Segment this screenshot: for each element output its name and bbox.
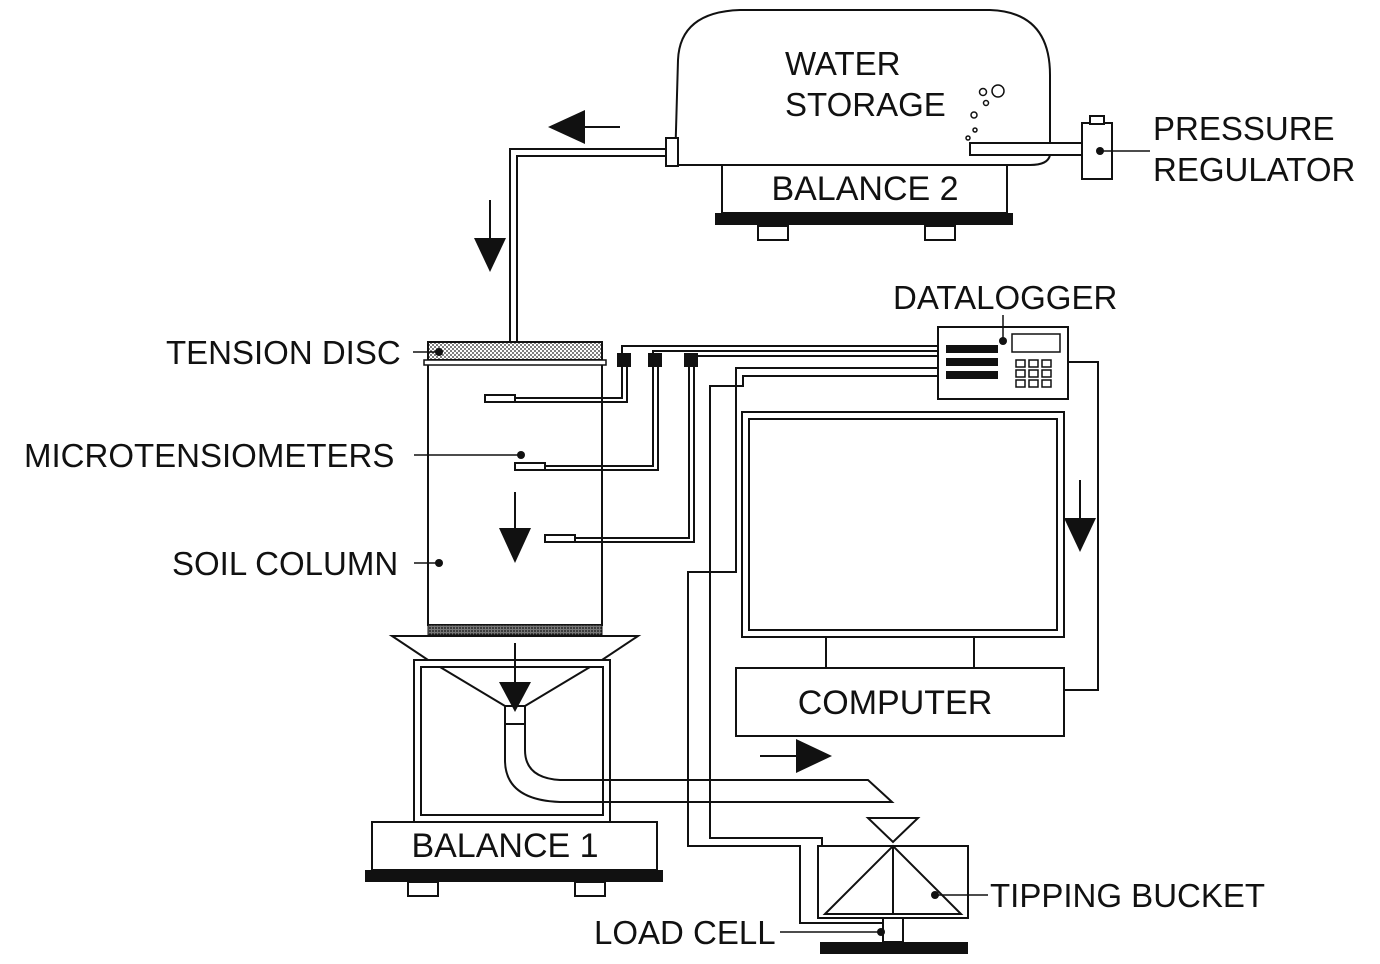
water-storage-tank: WATER STORAGE (665, 9, 1051, 167)
datalogger-pointer (999, 337, 1007, 345)
computer-monitor (741, 411, 1065, 668)
microtensiometers-label: MICROTENSIOMETERS (24, 437, 394, 474)
soil-column-label: SOIL COLUMN (172, 545, 398, 582)
arrow-down-icon (474, 200, 506, 272)
load-cell-pointer (877, 928, 885, 936)
arrow-right-icon (760, 739, 832, 773)
tipping-bucket (817, 817, 988, 919)
computer-label: COMPUTER (798, 684, 993, 722)
water-storage-label-line2: STORAGE (785, 86, 946, 123)
microtensiometers-pointer (517, 451, 525, 459)
water-storage-label-line1: WATER (785, 45, 900, 82)
soil-column-pointer (435, 559, 443, 567)
keypad-icon (1015, 359, 1052, 388)
balance-1: BALANCE 1 (365, 821, 663, 897)
arrow-down-icon (1064, 480, 1096, 552)
terminal-strips (946, 345, 998, 379)
datalogger-label: DATALOGGER (893, 279, 1117, 316)
tank-outlet-fitting (665, 137, 679, 167)
computer-unit: COMPUTER (735, 667, 1065, 737)
arrow-left-icon (548, 110, 620, 144)
balance-1-label: BALANCE 1 (411, 827, 598, 865)
load-cell-label: LOAD CELL (594, 914, 776, 951)
tension-disc (423, 341, 607, 366)
pressure-regulator-label-line2: REGULATOR (1153, 151, 1355, 188)
tipping-bucket-pointer (931, 891, 939, 899)
balance-2-label: BALANCE 2 (771, 170, 958, 208)
tension-disc-pointer (435, 348, 443, 356)
cable-connectors (617, 353, 698, 367)
drain-tube (504, 724, 895, 803)
supply-tube (509, 148, 666, 342)
load-cell (780, 917, 968, 954)
datalogger-display (1011, 333, 1061, 353)
datalogger: DATALOGGER (893, 279, 1117, 400)
air-bubbles-icon (965, 84, 1005, 141)
pressure-regulator: PRESSURE REGULATOR (969, 110, 1355, 188)
tipping-bucket-label: TIPPING BUCKET (990, 877, 1265, 914)
pressure-regulator-label-line1: PRESSURE (1153, 110, 1335, 147)
balance-2: BALANCE 2 (715, 164, 1013, 241)
arrow-down-icon (499, 643, 531, 712)
arrow-down-icon (499, 492, 531, 563)
datalogger-computer-cable (1064, 361, 1099, 691)
tension-disc-label: TENSION DISC (166, 334, 401, 371)
flow-arrows (474, 110, 1096, 773)
